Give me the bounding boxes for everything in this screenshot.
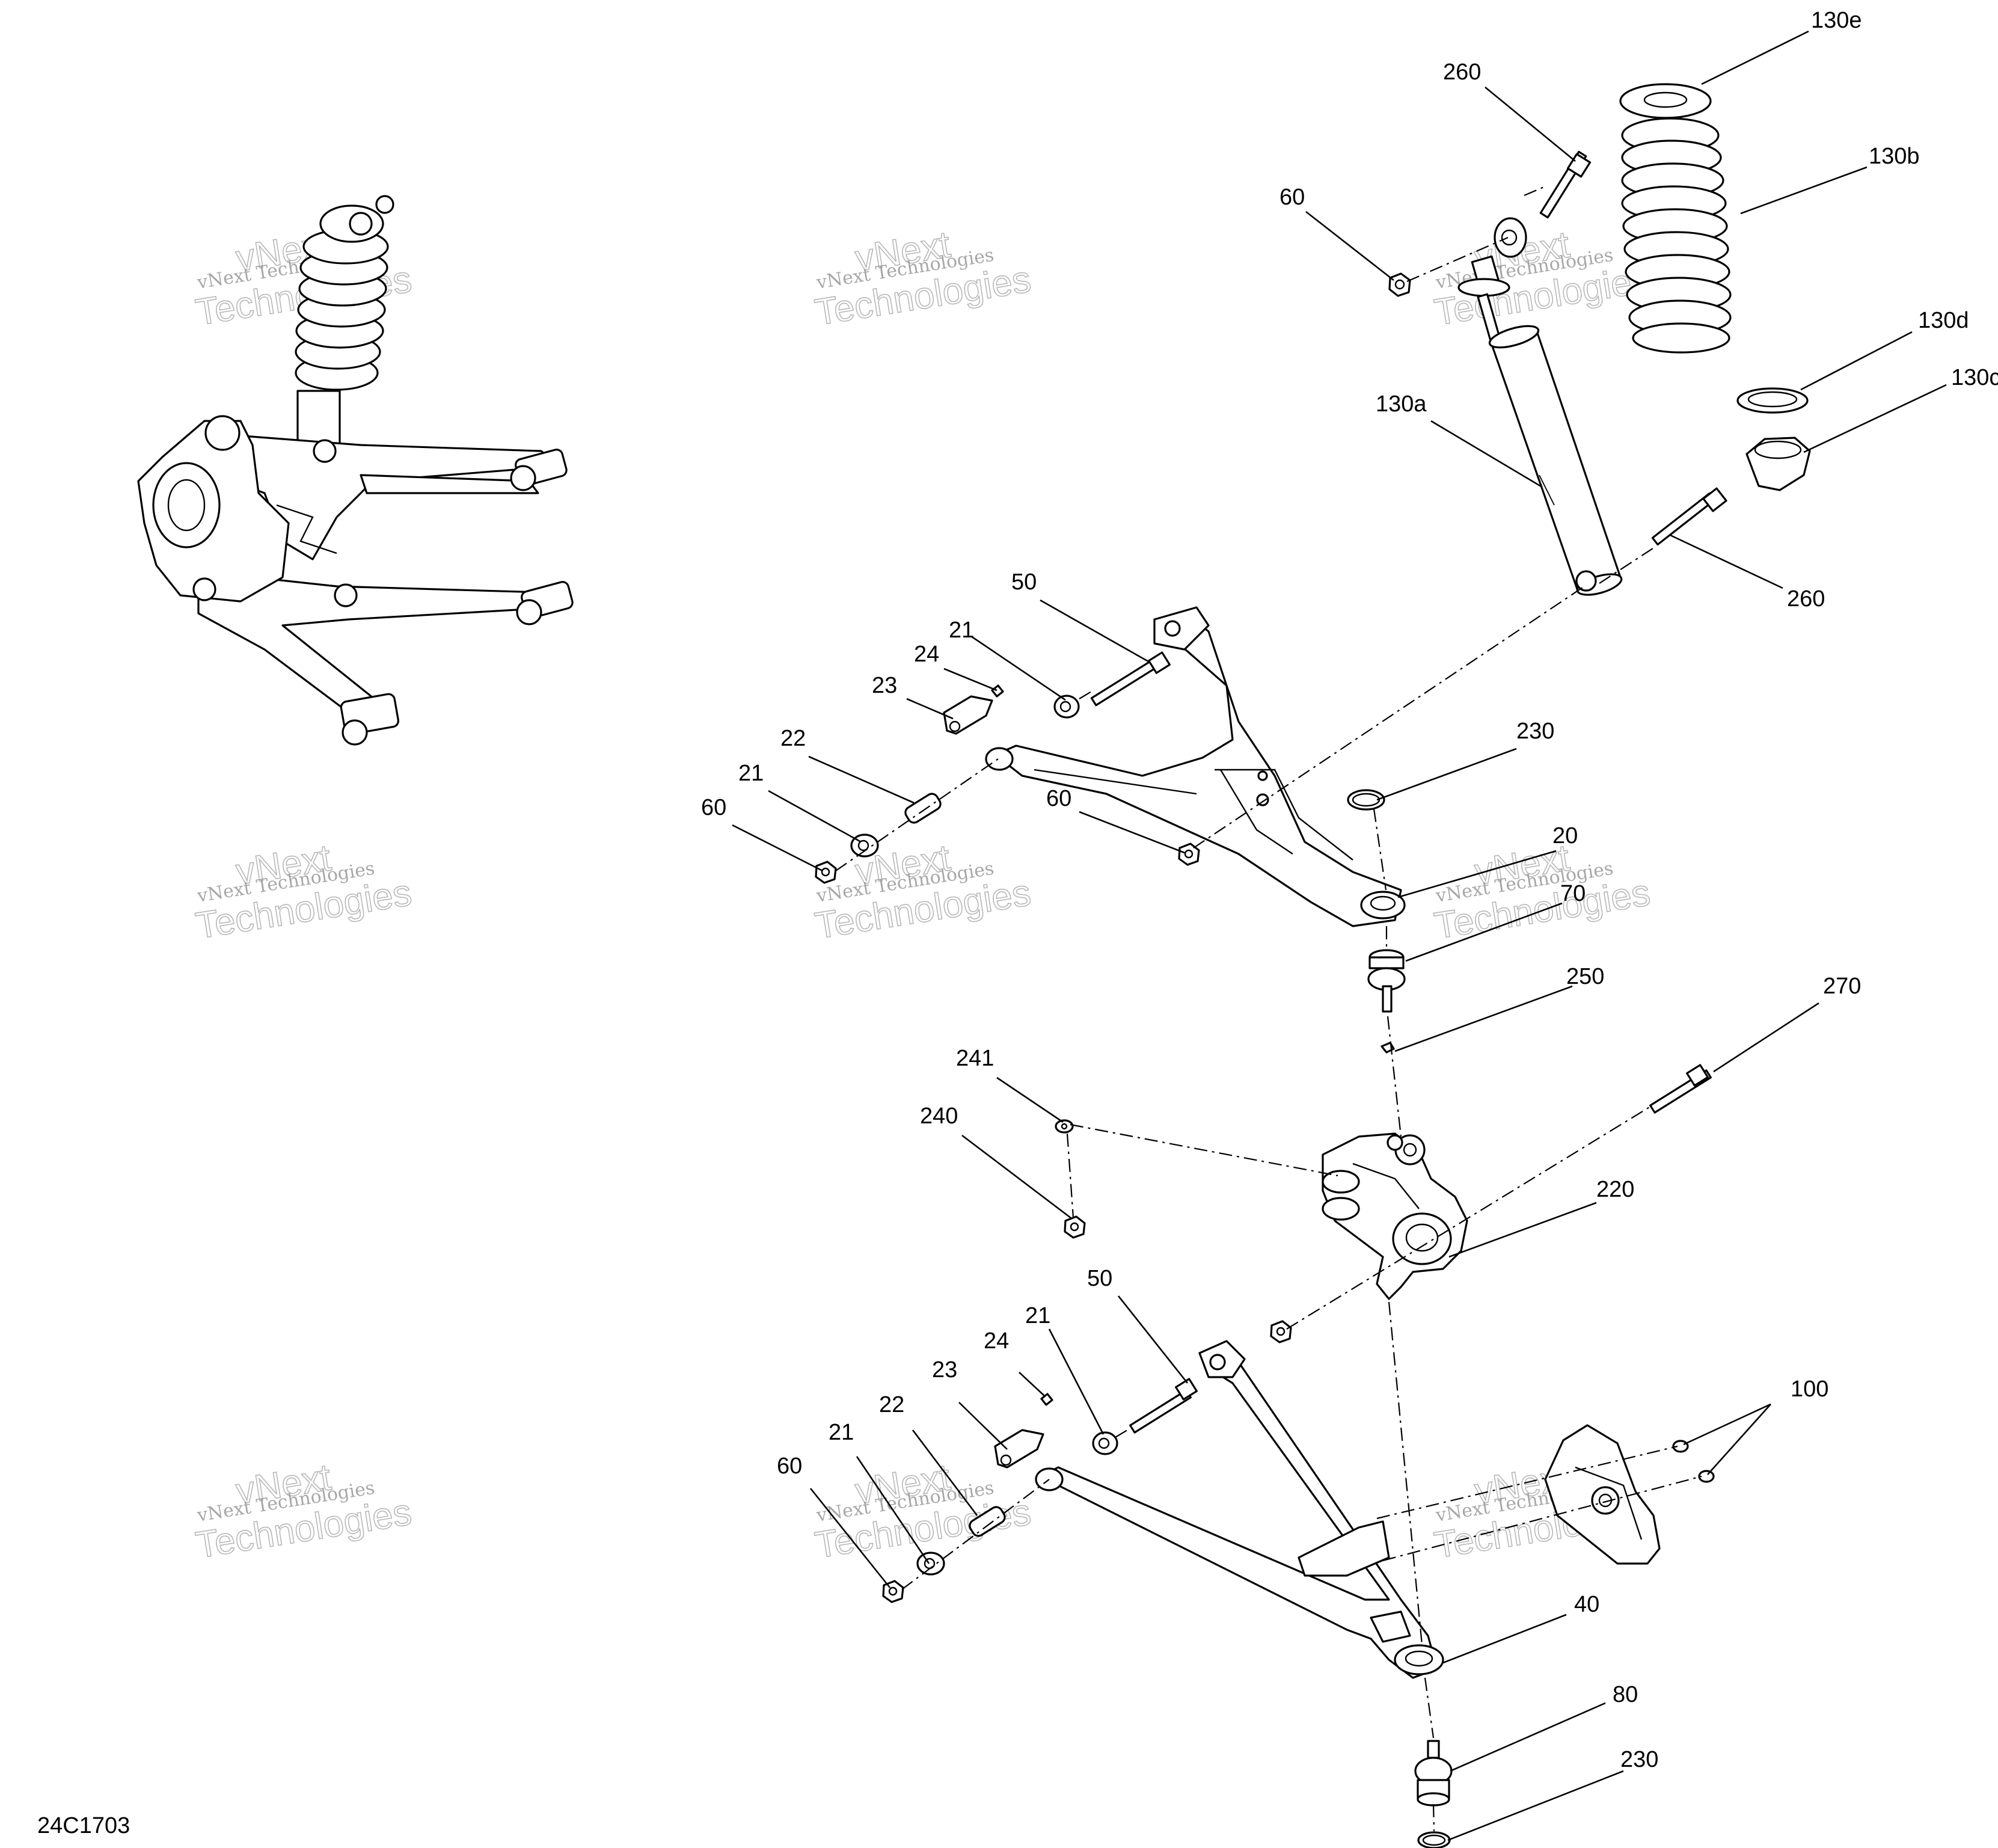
callout-21-lower-a: 21	[1025, 1303, 1050, 1328]
callout-260-top: 260	[1443, 60, 1481, 85]
part-23-bracket-lower	[994, 1429, 1044, 1469]
callout-100: 100	[1791, 1377, 1828, 1402]
part-23-bracket-upper	[943, 695, 993, 735]
part-21-bushing-lower-a	[1092, 1431, 1118, 1455]
part-220-knuckle	[1322, 1132, 1468, 1300]
assembled-lower-arm	[197, 570, 560, 723]
callout-260-mid: 260	[1787, 586, 1825, 612]
callout-70: 70	[1560, 881, 1586, 906]
callout-130d: 130d	[1918, 308, 1969, 333]
callout-60-upper-a: 60	[701, 795, 726, 820]
callout-230-lower: 230	[1620, 1747, 1658, 1772]
part-70-ball-joint	[1367, 949, 1406, 1013]
callout-24-upper: 24	[914, 642, 939, 667]
part-230-circlip-lower	[1417, 1831, 1451, 1848]
part-260-bolt-top	[1539, 150, 1592, 219]
drawing-number: 24C1703	[37, 1813, 130, 1838]
callout-220: 220	[1596, 1177, 1634, 1202]
callout-21-lower-b: 21	[829, 1420, 854, 1445]
assembly-dashed-lines	[835, 185, 1702, 1832]
callout-leader-lines	[732, 30, 1947, 1841]
assembled-suspension-illustration	[137, 195, 574, 746]
part-100-screw-b	[1698, 1470, 1715, 1483]
callout-23-lower: 23	[932, 1357, 957, 1383]
part-130e-upper-spring-seat	[1619, 83, 1712, 119]
part-60-nut-upper-b	[1178, 843, 1200, 866]
callout-130a: 130a	[1376, 391, 1427, 417]
callout-50-upper: 50	[1011, 569, 1037, 595]
part-270-bolt	[1649, 1064, 1712, 1114]
part-50-bolt-lower	[1129, 1378, 1198, 1434]
part-60-nut-top	[1388, 272, 1411, 297]
callout-22-lower: 22	[879, 1392, 904, 1417]
callout-60-upper-b: 60	[1046, 786, 1071, 811]
part-241-washer	[1055, 1119, 1074, 1134]
callout-40: 40	[1574, 1592, 1599, 1617]
part-21-bushing-lower-b	[916, 1552, 945, 1576]
callout-240: 240	[920, 1104, 958, 1129]
callout-23-upper: 23	[872, 673, 897, 698]
part-60-nut-upper-a	[815, 861, 837, 884]
part-22-sleeve-lower	[969, 1506, 1006, 1537]
part-50-bolt-upper	[1090, 651, 1171, 707]
part-260-bolt-mid	[1651, 487, 1727, 546]
part-230-circlip-upper	[1347, 789, 1385, 811]
part-21-bushing-upper-a	[1053, 695, 1080, 719]
callout-21-upper-b: 21	[738, 761, 764, 786]
callout-241: 241	[956, 1046, 994, 1071]
callout-50-lower: 50	[1087, 1266, 1112, 1291]
part-80-ball-joint	[1414, 1740, 1453, 1807]
callout-250: 250	[1566, 964, 1604, 989]
callout-labels: 130e 260 60 130b 130d 130c 130a 260 50 2…	[701, 8, 1998, 1772]
part-40-lower-a-arm	[1035, 1340, 1444, 1679]
callout-60-top: 60	[1279, 185, 1305, 210]
part-240-nut	[1064, 1215, 1086, 1239]
callout-130c: 130c	[1951, 365, 1998, 390]
callout-270: 270	[1823, 974, 1861, 999]
callout-80: 80	[1613, 1682, 1638, 1707]
part-130b-coil-spring	[1621, 117, 1732, 354]
part-24-clip-upper	[991, 684, 1004, 698]
part-130a-shock-absorber	[1457, 217, 1623, 596]
callout-230-upper: 230	[1516, 719, 1554, 744]
part-130c-lower-spring-seat	[1745, 437, 1811, 491]
callout-60-lower: 60	[777, 1454, 802, 1479]
callout-22-upper: 22	[780, 726, 806, 751]
part-24-clip-lower	[1040, 1393, 1053, 1406]
callout-24-lower: 24	[984, 1328, 1009, 1354]
callout-20: 20	[1552, 823, 1578, 849]
part-22-sleeve-upper	[904, 793, 942, 824]
part-60-nut-knuckle	[1270, 1320, 1292, 1343]
part-20-upper-a-arm	[985, 606, 1406, 927]
assembled-coil-spring	[295, 195, 394, 446]
part-130d-spring-ring	[1736, 387, 1809, 414]
callout-130e: 130e	[1811, 8, 1862, 33]
callout-130b: 130b	[1869, 144, 1920, 169]
watermark: vNext Technologies vNext Technologies vN…	[192, 223, 1653, 1567]
callout-21-upper-a: 21	[949, 618, 974, 643]
